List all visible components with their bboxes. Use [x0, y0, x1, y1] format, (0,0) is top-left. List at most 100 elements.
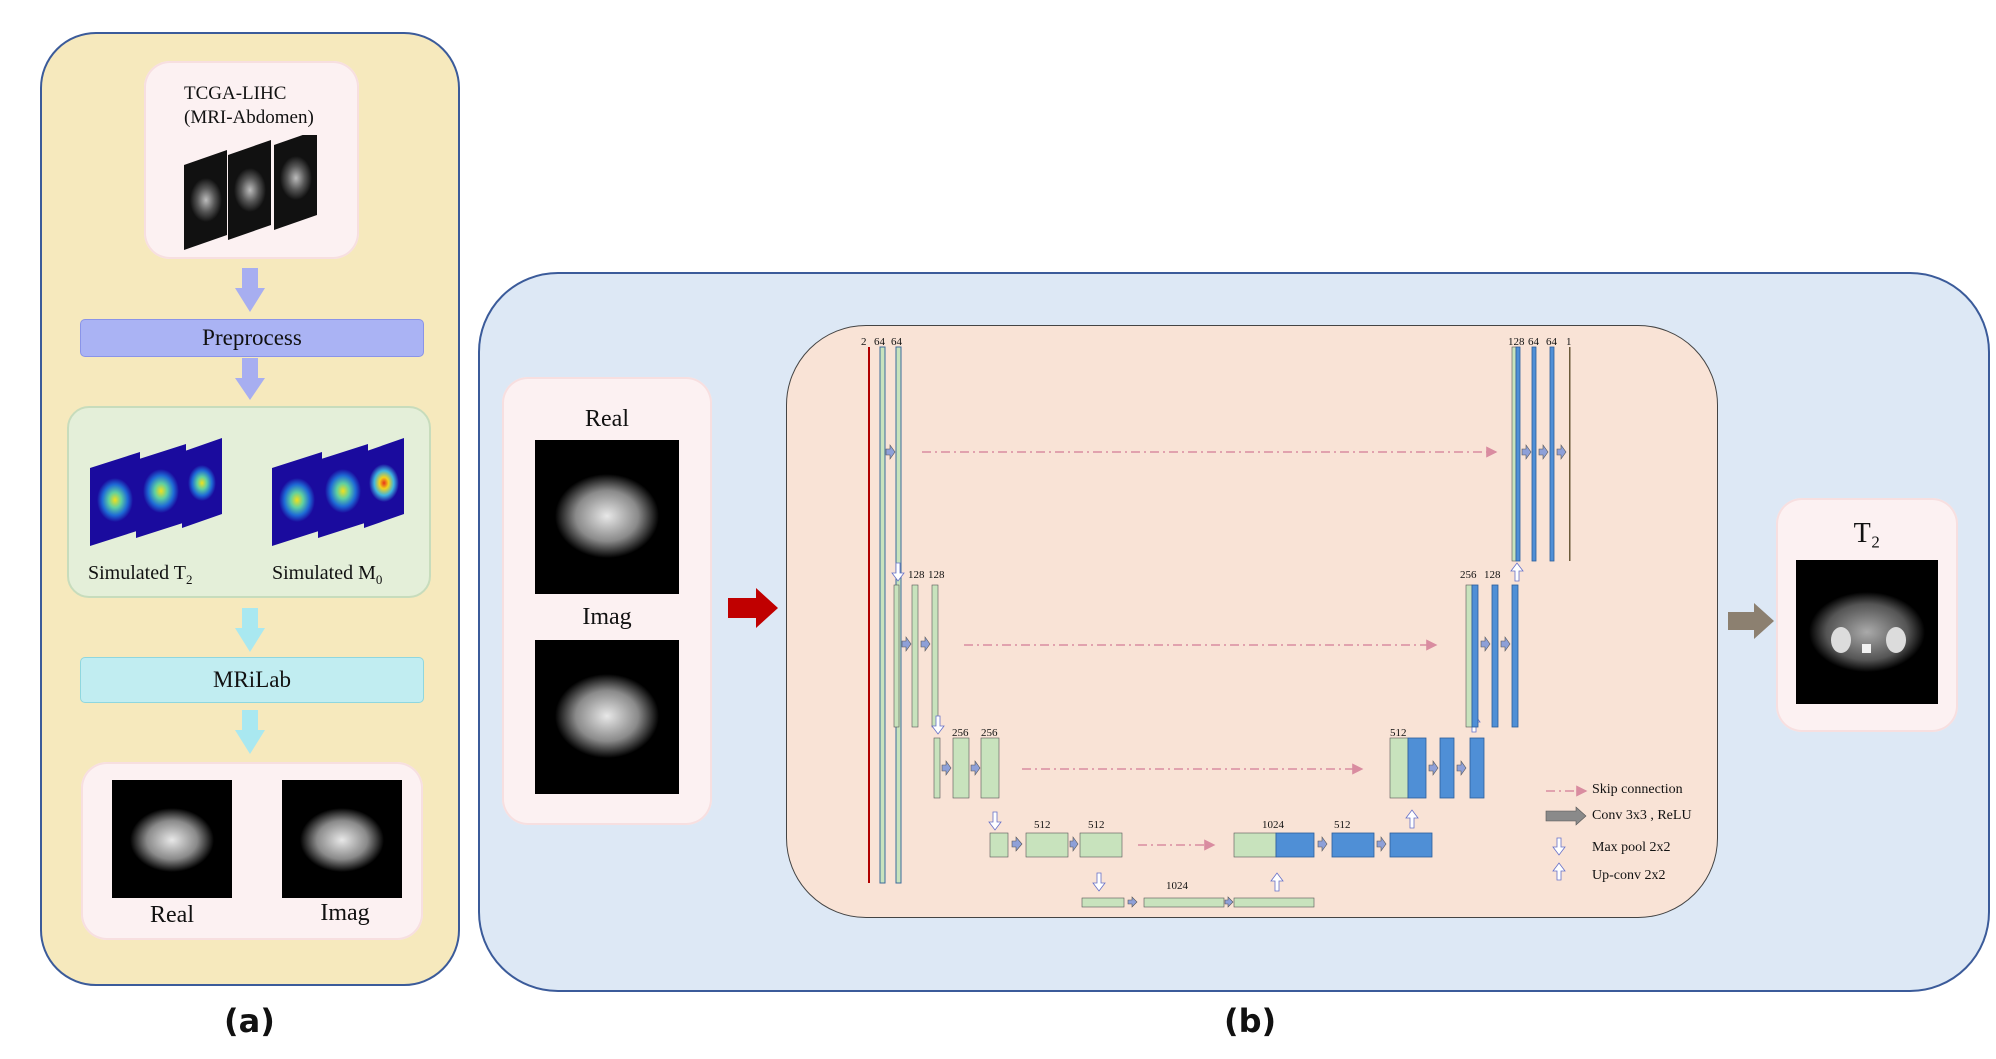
conv-arrow-icon: [941, 760, 952, 776]
legend-conv: Conv 3x3 , ReLU: [1592, 808, 1692, 823]
dec2-upsampled: [1471, 584, 1479, 728]
caption-b: (b): [1224, 1002, 1277, 1040]
dec1-upsampled: [1515, 346, 1521, 562]
output-label: T₂: [1853, 518, 1881, 549]
legend-pool-glyph: [1552, 837, 1566, 856]
real-image: [112, 780, 232, 898]
ch-label: 64: [874, 336, 885, 348]
dec1-block-a: [1531, 346, 1537, 562]
ch-label: 512: [1390, 727, 1407, 739]
ch-label: 512: [1334, 819, 1351, 831]
dec3-block-b: [1469, 737, 1485, 799]
sim-m0-label: Simulated M0: [272, 562, 383, 587]
conv-arrow-icon: [1538, 444, 1549, 460]
down-arrow-icon: [235, 608, 265, 652]
conv-arrow-icon: [1224, 896, 1234, 908]
input-imag-label: Imag: [582, 604, 632, 630]
imag-label: Imag: [320, 900, 370, 926]
dec1-block-b: [1549, 346, 1555, 562]
upconv-arrow-icon: [1405, 809, 1419, 829]
output-t2-image: [1796, 560, 1938, 704]
input-real-label: Real: [585, 406, 629, 432]
maxpool-arrow-icon: [1092, 872, 1106, 892]
maxpool-arrow-icon: [891, 562, 905, 582]
ch-label: 64: [1528, 336, 1539, 348]
down-arrow-icon: [235, 358, 265, 400]
conv-arrow-icon: [1376, 836, 1387, 852]
ch-label: 64: [1546, 336, 1557, 348]
legend-upconv-glyph: [1552, 862, 1566, 881]
mri-slice-stack: [184, 135, 317, 250]
output-channel-bar: [1569, 347, 1571, 561]
conv-arrow-icon: [901, 636, 912, 652]
preprocess-step: Preprocess: [80, 319, 424, 357]
dataset-title: TCGA-LIHC (MRI-Abdomen): [184, 83, 314, 128]
conv-arrow-icon: [1500, 636, 1511, 652]
ch-label: 2: [861, 336, 867, 348]
conv-arrow-icon: [1069, 836, 1079, 852]
legend-pool: Max pool 2x2: [1592, 840, 1671, 855]
conv-arrow-icon: [1317, 836, 1328, 852]
mrilab-step: MRiLab: [80, 657, 424, 703]
legend-conv-glyph: [1545, 806, 1587, 826]
ch-label: 128: [1484, 569, 1501, 581]
ch-label: 256: [952, 727, 969, 739]
legend-skip: Skip connection: [1592, 782, 1683, 797]
ch-label: 512: [1034, 819, 1051, 831]
dec1-skip-copy: [1511, 346, 1517, 562]
ch-label: 1: [1566, 336, 1572, 348]
dec2-block-a: [1491, 584, 1499, 728]
real-label: Real: [150, 902, 194, 928]
bottleneck-block-b: [1233, 897, 1315, 908]
enc3-block-b: [980, 737, 1000, 799]
enc4-block-b: [1079, 832, 1123, 858]
unet-diagram: [868, 346, 1588, 908]
conv-arrow-icon: [1127, 896, 1138, 908]
dec3-block-a: [1439, 737, 1455, 799]
dec3-upsampled: [1407, 737, 1427, 799]
enc4-block-a: [1025, 832, 1069, 858]
enc2-block-b: [931, 584, 939, 728]
dec2-block-b: [1511, 584, 1519, 728]
upconv-arrow-icon: [1270, 872, 1284, 892]
simulated-t2-stack: [90, 438, 222, 546]
maxpool-arrow-icon: [931, 715, 945, 735]
enc1-block-a: [879, 346, 886, 884]
conv-arrow-icon: [1428, 760, 1439, 776]
dec2-skip-copy: [1465, 584, 1473, 728]
conv-arrow-icon: [1521, 444, 1532, 460]
ch-label: 1024: [1166, 880, 1188, 892]
bottleneck-block-a: [1143, 897, 1225, 908]
ch-label: 128: [1508, 336, 1525, 348]
legend-upconv: Up-conv 2x2: [1592, 868, 1666, 883]
input-real-image: [535, 440, 679, 594]
red-arrow-icon: [728, 588, 778, 628]
dec4-skip-copy: [1233, 832, 1277, 858]
dec3-skip-copy: [1389, 737, 1409, 799]
enc3-input: [933, 737, 941, 799]
dec4-block-a: [1331, 832, 1375, 858]
conv-arrow-icon: [970, 760, 981, 776]
caption-a: (a): [224, 1002, 275, 1040]
dec4-upsampled: [1275, 832, 1315, 858]
sim-t2-label: Simulated T2: [88, 562, 193, 587]
ch-label: 512: [1088, 819, 1105, 831]
down-arrow-icon: [235, 710, 265, 754]
ch-label: 256: [1460, 569, 1477, 581]
ch-label: 1024: [1262, 819, 1284, 831]
down-arrow-icon: [235, 268, 265, 312]
bottleneck-input: [1081, 897, 1125, 908]
ch-label: 128: [908, 569, 925, 581]
conv-arrow-icon: [1456, 760, 1467, 776]
input-channel-bar: [868, 347, 870, 883]
input-imag-image: [535, 640, 679, 794]
enc2-block-a: [911, 584, 919, 728]
conv-arrow-icon: [920, 636, 931, 652]
upconv-arrow-icon: [1510, 562, 1524, 582]
maxpool-arrow-icon: [988, 811, 1002, 831]
dec4-block-b: [1389, 832, 1433, 858]
conv-arrow-icon: [1480, 636, 1491, 652]
enc3-block-a: [952, 737, 970, 799]
imag-image: [282, 780, 402, 898]
simulated-m0-stack: [272, 438, 404, 546]
